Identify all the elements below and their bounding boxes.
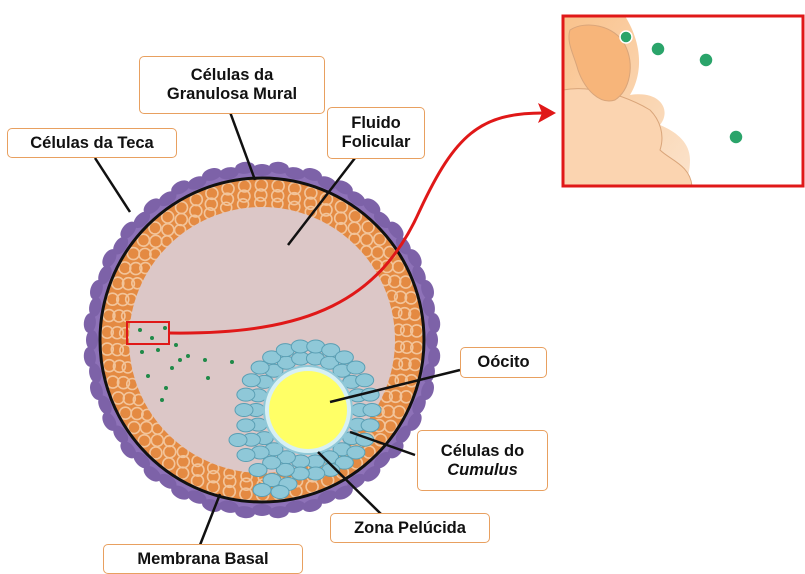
label-zona-pellucida: Zona Pelúcida	[330, 513, 490, 543]
label-granulosa-line1: Células da	[191, 66, 274, 85]
cumulus-cell	[235, 404, 253, 417]
cumulus-cell	[347, 361, 365, 374]
particle	[140, 350, 144, 354]
theca-cell	[86, 330, 98, 350]
label-membrana-text: Membrana Basal	[137, 550, 268, 569]
particle	[164, 386, 168, 390]
cumulus-cell	[242, 374, 260, 387]
particle	[146, 374, 150, 378]
cumulus-cell	[249, 464, 267, 477]
zoomed-detail-view	[563, 16, 803, 186]
label-cumulus-cells: Células do Cumulus	[417, 430, 548, 491]
cumulus-cell	[237, 449, 255, 462]
cumulus-cell	[363, 404, 381, 417]
particle	[170, 366, 174, 370]
label-granulosa-line2: Granulosa Mural	[167, 85, 297, 104]
label-fluido-line1: Fluido	[351, 114, 400, 133]
particle	[160, 398, 164, 402]
cumulus-cell	[356, 374, 374, 387]
label-follicular-fluid: Fluido Folicular	[327, 107, 425, 159]
particle	[150, 336, 154, 340]
label-theca-cells: Células da Teca	[7, 128, 177, 158]
particle	[138, 328, 142, 332]
label-basement-membrane: Membrana Basal	[103, 544, 303, 574]
label-cumulus-line1: Células do	[441, 442, 524, 461]
particle	[163, 326, 167, 330]
particle	[206, 376, 210, 380]
cumulus-cell	[237, 419, 255, 432]
label-oocito-text: Oócito	[477, 353, 529, 372]
cumulus-cell	[271, 486, 289, 499]
oocyte	[264, 366, 352, 454]
cumulus-cell	[361, 419, 379, 432]
particle	[156, 348, 160, 352]
cumulus-cell	[237, 388, 255, 401]
theca-cell	[426, 330, 438, 350]
theca-cell	[252, 504, 272, 516]
label-oocyte: Oócito	[460, 347, 547, 378]
particle	[186, 354, 190, 358]
label-cumulus-line2: Cumulus	[447, 461, 518, 480]
particle	[178, 358, 182, 362]
particle	[230, 360, 234, 364]
particle	[203, 358, 207, 362]
label-granulosa-mural: Células da Granulosa Mural	[139, 56, 325, 114]
particle	[174, 343, 178, 347]
cumulus-cell	[229, 434, 247, 447]
label-zona-text: Zona Pelúcida	[354, 519, 466, 538]
theca-cell	[252, 164, 272, 176]
label-fluido-line2: Folicular	[342, 133, 411, 152]
cumulus-cell	[253, 484, 271, 497]
label-theca-text: Células da Teca	[30, 134, 154, 153]
